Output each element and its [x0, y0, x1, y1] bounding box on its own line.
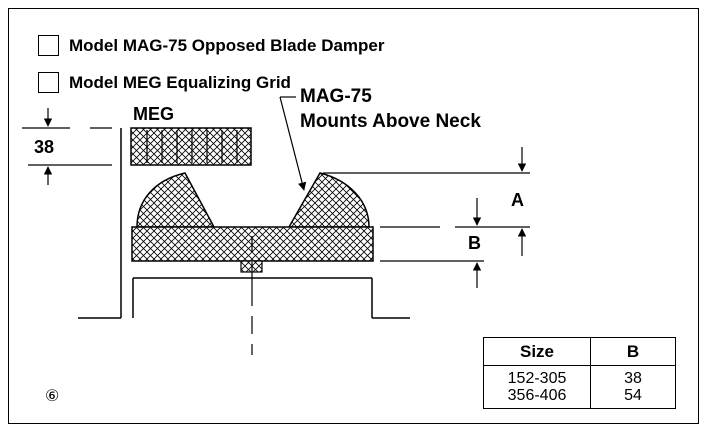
b-value: 38 — [624, 370, 642, 387]
size-value: 356-406 — [507, 387, 567, 404]
dimension-38-label: 38 — [34, 137, 55, 157]
dimension-38 — [22, 108, 112, 185]
note-symbol: ⑥ — [45, 388, 60, 405]
mag-label-line1: MAG-75 — [300, 86, 372, 107]
meg-option-label: Model MEG Equalizing Grid — [69, 72, 291, 92]
mag-label-line2: Mounts Above Neck — [300, 111, 481, 132]
drawing-frame — [8, 8, 699, 424]
dimension-b-label: B — [468, 233, 481, 253]
mag75-option-label: Model MAG-75 Opposed Blade Damper — [69, 35, 385, 55]
option-meg[interactable]: Model MEG Equalizing Grid — [38, 72, 291, 93]
size-table: Size B 152-305 356-406 38 54 — [483, 337, 676, 409]
dimension-b — [380, 198, 484, 288]
dimension-a — [323, 147, 530, 256]
option-mag75[interactable]: Model MAG-75 Opposed Blade Damper — [38, 35, 385, 56]
b-value: 54 — [624, 387, 642, 404]
size-cell: 152-305 356-406 — [483, 365, 591, 409]
dimension-a-label: A — [511, 190, 524, 210]
size-value: 152-305 — [507, 370, 567, 387]
meg-checkbox[interactable] — [38, 72, 59, 93]
b-cell: 38 54 — [590, 365, 676, 409]
b-column-header: B — [590, 337, 676, 366]
mag-leader — [279, 96, 307, 191]
meg-grid — [130, 127, 252, 166]
mag-damper-blades — [136, 172, 370, 228]
table-header-row: Size B — [483, 337, 676, 366]
size-column-header: Size — [483, 337, 591, 366]
mag75-checkbox[interactable] — [38, 35, 59, 56]
meg-label: MEG — [133, 104, 175, 124]
table-row: 152-305 356-406 38 54 — [483, 365, 676, 409]
